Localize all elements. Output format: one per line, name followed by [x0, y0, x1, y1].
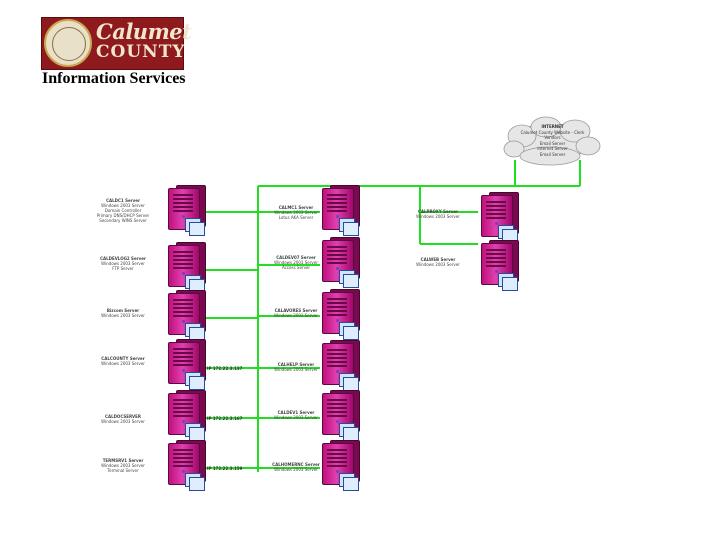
server-icon [168, 390, 208, 441]
monitor-icon [502, 277, 518, 291]
monitor-icon [343, 274, 359, 288]
monitor-icon [189, 427, 205, 441]
monitor-icon [343, 222, 359, 236]
server-icon [322, 440, 362, 491]
server-icon [322, 237, 362, 288]
monitor-icon [189, 376, 205, 390]
page-title: Information Services [42, 70, 186, 87]
county-logo: Calumet COUNTY [41, 17, 192, 70]
server-icon [322, 289, 362, 340]
server-icon [322, 185, 362, 236]
ip-label-termsrv1: IP 172.22.3.159 [207, 466, 243, 471]
monitor-icon [343, 477, 359, 491]
server-icon [322, 340, 362, 391]
server-icon [168, 185, 208, 236]
monitor-icon [343, 326, 359, 340]
county-seal [44, 19, 92, 67]
ip-label-caldocserver: IP 172.22.3.167 [207, 416, 243, 421]
server-icon [481, 192, 521, 243]
logo-text-county: COUNTY [96, 42, 186, 62]
server-icon [481, 240, 521, 291]
cloud-label: INTERNET Calumet County Website - Clerk … [520, 124, 585, 157]
monitor-icon [343, 427, 359, 441]
monitor-icon [189, 477, 205, 491]
internet-cloud [503, 116, 601, 166]
server-icon [168, 440, 208, 491]
logo-text-calumet: Calumet [96, 19, 192, 44]
server-icon [168, 339, 208, 390]
monitor-icon [189, 222, 205, 236]
monitor-icon [343, 377, 359, 391]
ip-label-calcounty: IP 172.22.3.137 [207, 366, 243, 371]
server-icon [322, 390, 362, 441]
server-icon [168, 290, 208, 341]
server-icon [168, 242, 208, 293]
